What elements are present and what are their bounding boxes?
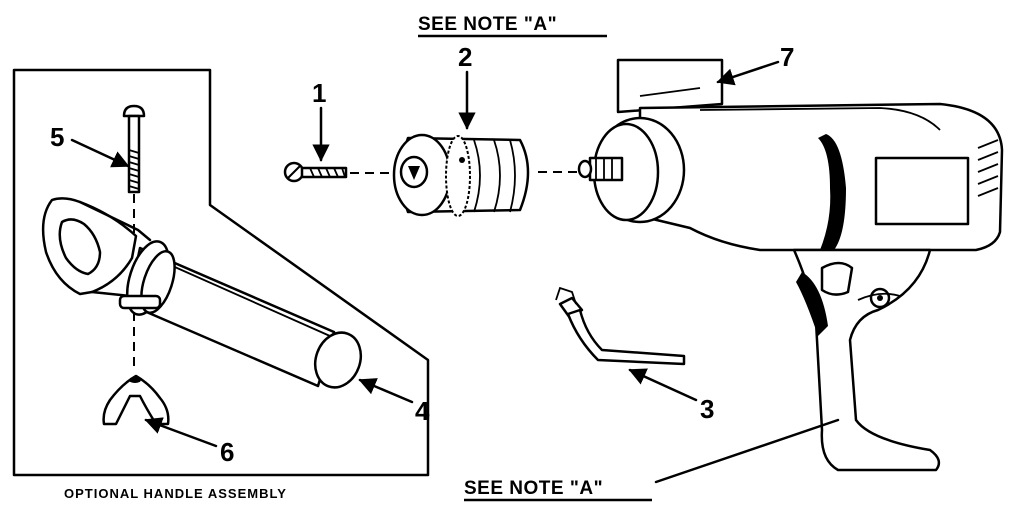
bolt-part-5	[122, 104, 146, 194]
chuck-part-2	[392, 133, 530, 217]
callout-1: 1	[312, 78, 326, 108]
handle-assembly-caption: OPTIONAL HANDLE ASSEMBLY	[64, 486, 287, 501]
leader-3	[628, 368, 698, 402]
side-handle-part-4	[41, 197, 363, 389]
drill-body	[577, 58, 1004, 472]
wing-nut-part-6	[102, 374, 170, 426]
callout-3: 3	[700, 394, 714, 424]
chuck-key-part-3	[555, 286, 686, 366]
leader-4	[358, 378, 414, 404]
note-top: SEE NOTE "A"	[418, 14, 557, 35]
note-bottom: SEE NOTE "A"	[464, 478, 603, 499]
callout-6: 6	[220, 437, 234, 467]
leader-note-bottom	[654, 418, 840, 484]
leader-7	[716, 60, 780, 86]
leader-5	[70, 138, 130, 168]
leader-6	[144, 417, 218, 448]
handle-assembly-frame	[12, 68, 430, 477]
screw-part-1	[283, 161, 348, 183]
callout-7: 7	[780, 42, 794, 72]
callout-2: 2	[458, 42, 472, 72]
callout-5: 5	[50, 122, 64, 152]
callout-4: 4	[415, 396, 430, 426]
chuck-gear-teeth	[445, 135, 471, 217]
